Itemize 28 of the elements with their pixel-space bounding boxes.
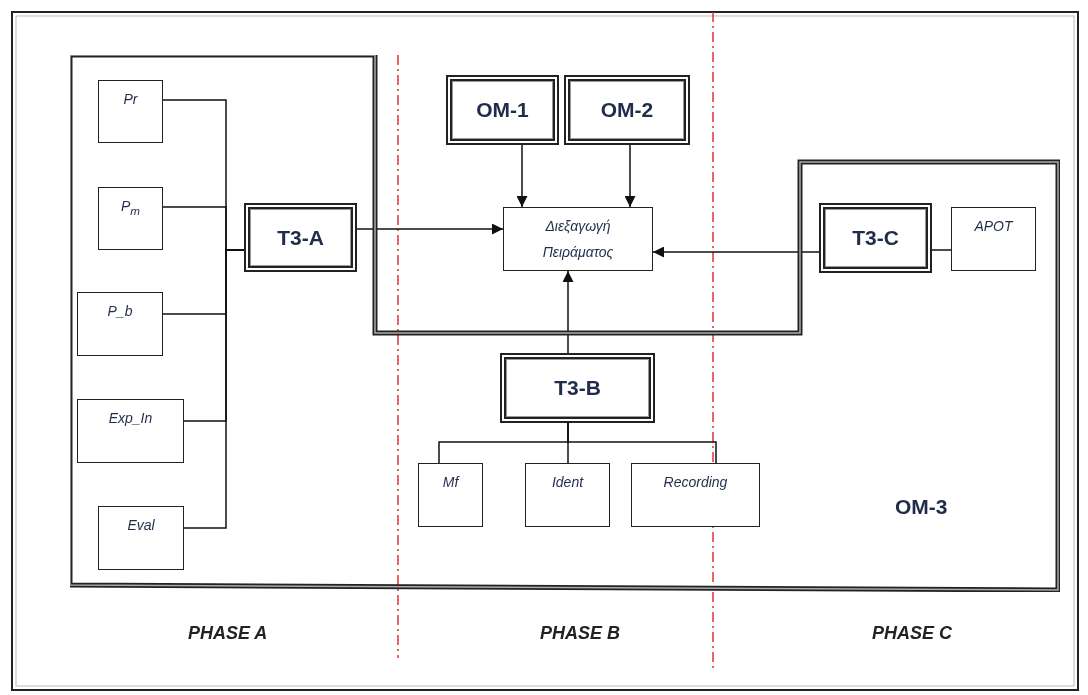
phase-label: PHASE B <box>540 623 620 644</box>
arrow <box>624 144 636 208</box>
task-box: T3-C <box>819 203 932 273</box>
input-box: Exp_In <box>77 399 184 463</box>
input-box: P$_{m}$ <box>98 187 163 250</box>
task-box: T3-B <box>500 353 655 423</box>
input-box: P_b <box>77 292 163 356</box>
module-box: OM-2 <box>564 75 690 145</box>
arrow <box>652 246 820 258</box>
input-box: Pr <box>98 80 163 143</box>
grouping-outline <box>70 55 1060 592</box>
output-box: APOT <box>951 207 1036 271</box>
module-box: OM-1 <box>446 75 559 145</box>
input-box: Eval <box>98 506 184 570</box>
output-box: Recording <box>631 463 760 527</box>
arrow <box>516 144 528 208</box>
output-box: Ident <box>525 463 610 527</box>
connector-line <box>183 249 245 529</box>
task-box: T3-A <box>244 203 357 272</box>
process-box: Διεξαγωγή Πειράματος <box>503 207 653 271</box>
connector-line <box>567 422 717 464</box>
arrow <box>356 223 504 235</box>
phase-label: PHASE C <box>872 623 952 644</box>
output-box: Mf <box>418 463 483 527</box>
arrow <box>562 270 574 354</box>
connector-line <box>931 249 952 251</box>
phase-label: PHASE A <box>188 623 268 644</box>
group-label: OM-3 <box>895 495 948 519</box>
